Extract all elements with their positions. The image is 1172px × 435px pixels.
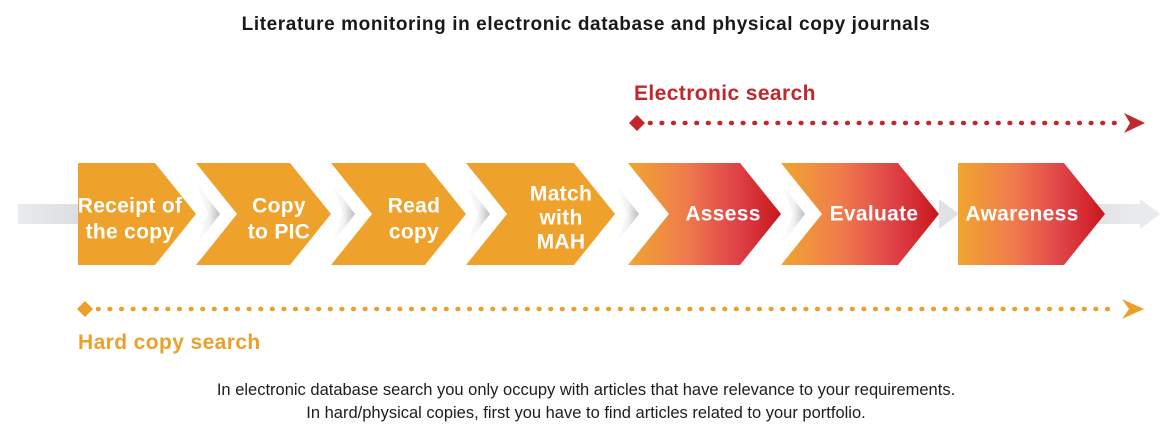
flow-step-receipt-of-the-copy[interactable]: Receipt of the copy — [78, 163, 196, 265]
chevron-separator-icon — [196, 183, 220, 245]
arrow-head-icon — [1124, 113, 1145, 133]
chevron-shape — [331, 163, 466, 265]
chevron-separator-icon — [781, 183, 805, 245]
chevron-separator-icon — [615, 183, 639, 245]
flow-step-match-with-mah[interactable]: Match with MAH — [466, 163, 615, 265]
flow-step-label-line1: Assess — [685, 203, 760, 226]
hard-copy-search-label: Hard copy search — [78, 331, 261, 354]
process-flow: Receipt of the copy Copy to PIC Read cop… — [18, 163, 1160, 265]
chevron-separator-icon — [939, 199, 959, 229]
chevron-shape — [78, 163, 196, 265]
flow-step-label-line1: Receipt of — [78, 195, 183, 218]
flow-step-read-copy[interactable]: Read copy — [331, 163, 466, 265]
hard-copy-search-dotted-arrow — [77, 299, 1144, 319]
chevron-shape — [628, 163, 781, 265]
caption-line-1: In electronic database search you only o… — [216, 381, 956, 399]
flow-step-label-line2: copy — [389, 221, 439, 244]
flow-step-evaluate[interactable]: Evaluate — [781, 163, 939, 265]
caption-line-2: In hard/physical copies, first you have … — [306, 404, 866, 422]
flow-step-label-line1: Evaluate — [830, 203, 919, 226]
flow-step-label-line1: Match — [530, 183, 592, 206]
flow-inlet-connector — [18, 204, 78, 224]
chevron-shape — [958, 163, 1105, 265]
chevron-separator-icon — [331, 183, 355, 245]
electronic-search-dotted-arrow — [629, 113, 1145, 133]
flow-step-label-line2: the copy — [86, 221, 175, 244]
flow-step-label-line2: to PIC — [248, 221, 310, 244]
flow-step-copy-to-pic[interactable]: Copy to PIC — [196, 163, 331, 265]
electronic-search-label: Electronic search — [634, 82, 816, 105]
flow-step-awareness[interactable]: Awareness — [958, 163, 1105, 265]
flow-step-label-line1: Copy — [252, 195, 306, 218]
flow-step-label-line1: Awareness — [965, 203, 1078, 226]
flow-step-label-line1: Read — [388, 195, 441, 218]
chevron-shape — [466, 163, 615, 265]
arrow-start-diamond-icon — [77, 301, 93, 317]
arrow-start-diamond-icon — [629, 115, 645, 131]
chevron-separator-icon — [466, 183, 490, 245]
page-title: Literature monitoring in electronic data… — [241, 14, 931, 35]
flow-step-label-line3: MAH — [537, 231, 586, 254]
flow-step-assess[interactable]: Assess — [628, 163, 781, 265]
arrow-head-icon — [1122, 299, 1144, 319]
chevron-shape — [781, 163, 939, 265]
caption: In electronic database search you only o… — [0, 379, 1172, 425]
chevron-shape — [196, 163, 331, 265]
flow-outlet-connector — [1086, 199, 1160, 229]
flow-step-label-line2: with — [538, 207, 582, 230]
